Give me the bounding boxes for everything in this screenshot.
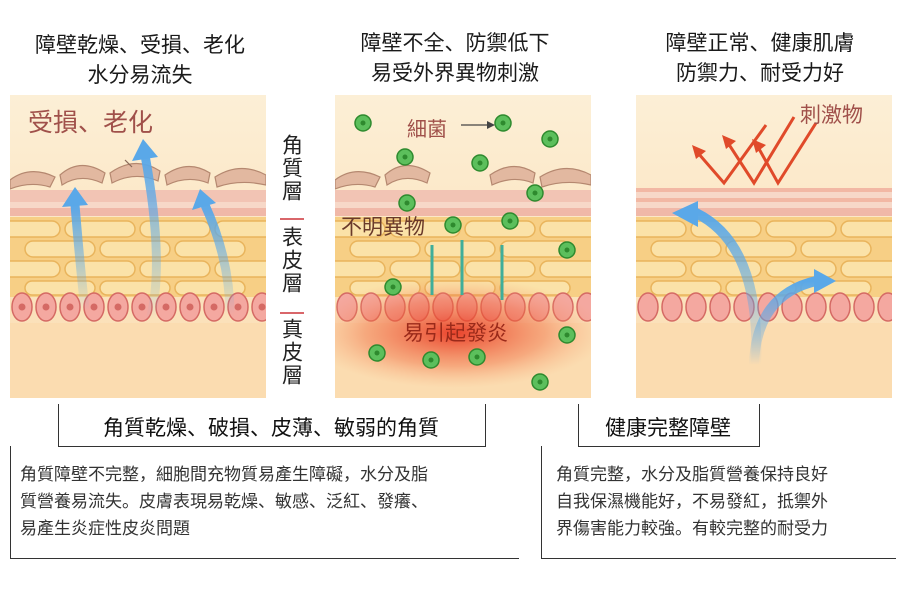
panel-healthy-skin: 刺激物 (636, 95, 892, 398)
left-desc-line1: 角質障壁不完整，細胞間充物質易產生障礙，水分及脂 (20, 465, 428, 485)
heading-right-line1: 障壁正常、健康肌膚 (665, 31, 855, 55)
right-summary-title: 健康完整障壁 (605, 416, 731, 440)
left-title-bracket (58, 404, 486, 447)
right-desc-line1: 角質完整，水分及脂質營養保持良好 (556, 465, 828, 485)
left-desc-line2: 質營養易流失。皮膚表現易乾燥、敏感、泛紅、發癢、 (20, 492, 428, 512)
right-description: 角質完整，水分及脂質營養保持良好 自我保濕機能好，不易發紅，抵禦外 界傷害能力較… (556, 462, 896, 543)
heading-middle-line2: 易受外界異物刺激 (371, 61, 539, 85)
water-loss-arrows (70, 150, 235, 325)
inflammation-label: 易引起發炎 (403, 321, 508, 345)
label-dermis: 真皮層 (275, 318, 307, 393)
epidermis-text: 表皮層 (279, 226, 304, 295)
left-description: 角質障壁不完整，細胞間充物質易產生障礙，水分及脂 質營養易流失。皮膚表現易乾燥、… (20, 462, 520, 543)
compromised-skin-illustration (335, 95, 591, 398)
right-desc-bracket (541, 446, 896, 559)
dermis-text: 真皮層 (279, 318, 304, 387)
water-loss-arrowheads (62, 139, 216, 210)
moisture-retention-arrows (691, 208, 821, 370)
panel-damaged-skin: 受損、老化 (10, 95, 266, 398)
stimulus-arrows (696, 116, 818, 186)
right-title-bracket (578, 404, 760, 447)
foreign-substance-lines (430, 240, 504, 300)
bacteria-label: 細菌 (407, 117, 447, 141)
damaged-skin-illustration (10, 95, 266, 398)
label-stratum-corneum: 角質層 (275, 134, 307, 209)
inflammation-glow (335, 278, 591, 388)
layer-separator-2 (280, 312, 304, 314)
stimulus-label: 刺激物 (800, 103, 863, 127)
heading-middle: 障壁不全、防禦低下 易受外界異物刺激 (325, 28, 585, 88)
heading-left-line1: 障壁乾燥、受損、老化 (35, 33, 245, 57)
healthy-skin-illustration (636, 95, 892, 398)
heading-middle-line1: 障壁不全、防禦低下 (360, 31, 550, 55)
left-desc-line3: 易產生炎症性皮炎問題 (20, 519, 190, 539)
right-desc-line2: 自我保濕機能好，不易發紅，抵禦外 (556, 492, 828, 512)
layer-separator-1 (280, 218, 304, 220)
heading-right-line2: 防禦力、耐受力好 (676, 61, 844, 85)
stimulus-arrowheads (692, 135, 766, 159)
heading-right: 障壁正常、健康肌膚 防禦力、耐受力好 (630, 28, 890, 88)
right-desc-line3: 界傷害能力較強。有較完整的耐受力 (556, 519, 828, 539)
heading-left-line2: 水分易流失 (87, 63, 193, 87)
damage-label: 受損、老化 (28, 108, 154, 137)
panel-compromised-skin: 細菌 不明異物 易引起發炎 (335, 95, 591, 398)
left-summary-title: 角質乾燥、破損、皮薄、敏弱的角質 (103, 416, 439, 440)
bacteria-pointer-arrow (461, 121, 495, 129)
label-epidermis: 表皮層 (275, 226, 307, 301)
stratum-corneum-flakes (10, 162, 266, 190)
left-desc-bracket (10, 446, 519, 559)
foreign-substance-label: 不明異物 (341, 215, 425, 239)
stratum-corneum-text: 角質層 (279, 134, 304, 203)
heading-left: 障壁乾燥、受損、老化 水分易流失 (10, 30, 270, 90)
